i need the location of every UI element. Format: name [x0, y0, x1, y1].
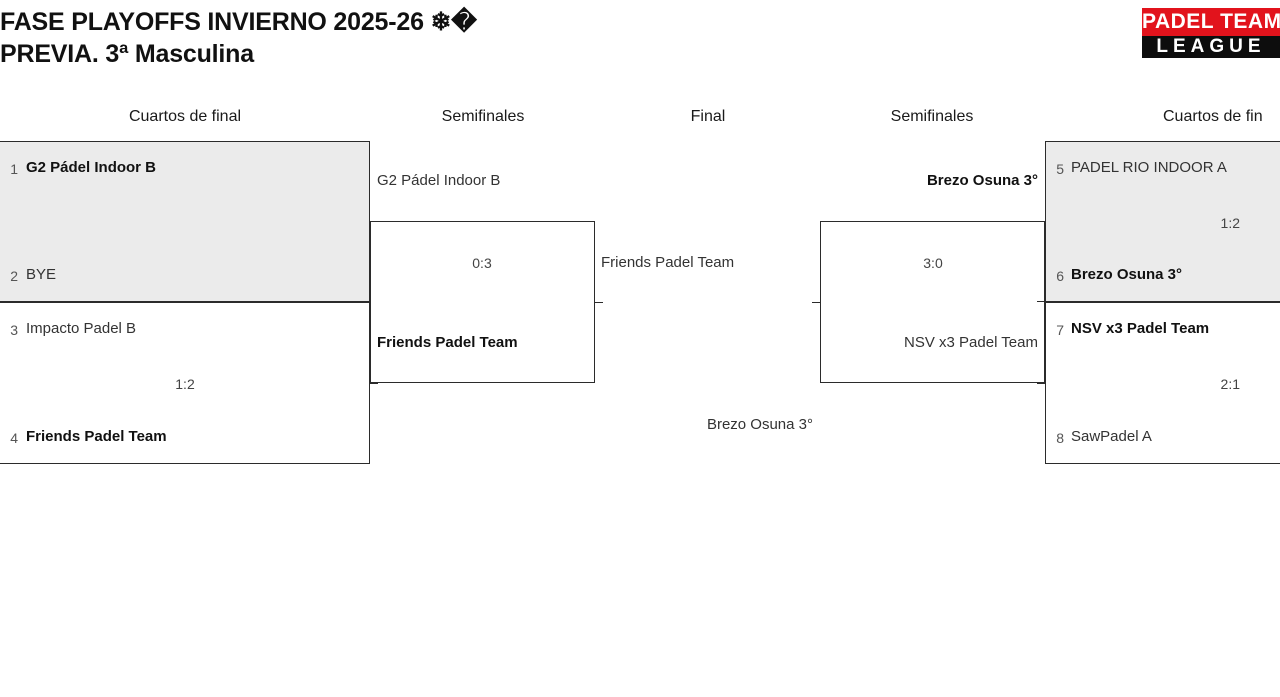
match-semifinal-right[interactable]	[820, 221, 1045, 383]
qf3-team-top[interactable]: PADEL RIO INDOOR A	[1071, 159, 1227, 176]
final-team-top[interactable]: Friends Padel Team	[601, 254, 735, 271]
round-header-right-semis: Semifinales	[890, 108, 974, 125]
qf4-team-bottom[interactable]: SawPadel A	[1071, 428, 1152, 445]
qf1-seed-top: 1	[10, 161, 18, 177]
qf2-score: 1:2	[175, 376, 195, 392]
qf1-team-bottom[interactable]: BYE	[26, 266, 57, 283]
connector-qf3-to-sf-right	[1037, 221, 1045, 222]
qf2-team-bottom[interactable]: Friends Padel Team	[26, 428, 167, 445]
qf3-seed-top: 5	[1056, 161, 1064, 177]
qf3-score: 1:2	[1220, 215, 1240, 231]
match-qf4[interactable]	[1045, 302, 1280, 464]
round-header-left-semis: Semifinales	[441, 108, 525, 125]
connector-qf4-to-sf-right	[1037, 383, 1045, 384]
qf2-seed-top: 3	[10, 322, 18, 338]
connector-qf2-to-sf-left	[370, 383, 378, 384]
logo-league-text: LEAGUE	[1142, 36, 1280, 58]
qf4-team-top[interactable]: NSV x3 Padel Team	[1071, 320, 1210, 337]
match-semifinal-left[interactable]	[370, 221, 595, 383]
qf3-team-bottom[interactable]: Brezo Osuna 3°	[1071, 266, 1183, 283]
logo-padel-team-text: PADEL TEAM	[1142, 8, 1280, 36]
semifinal-right-score: 3:0	[923, 255, 943, 271]
semifinal-left-team-bottom[interactable]: Friends Padel Team	[377, 334, 518, 351]
qf2-team-top[interactable]: Impacto Padel B	[26, 320, 137, 337]
semifinal-right-team-top[interactable]: Brezo Osuna 3°	[926, 172, 1038, 189]
padel-team-league-logo: PADEL TEAM LEAGUE	[1142, 8, 1280, 58]
qf3-seed-bottom: 6	[1056, 268, 1064, 284]
round-header-left-quarters: Cuartos de final	[128, 108, 242, 125]
final-team-bottom[interactable]: Brezo Osuna 3°	[706, 416, 813, 433]
connector-qf-right-mid	[1037, 301, 1045, 302]
qf1-seed-bottom: 2	[10, 268, 18, 284]
round-header-right-quarters: Cuartos de fin	[1163, 108, 1263, 125]
qf4-seed-top: 7	[1056, 322, 1064, 338]
connector-sf-left-to-final	[595, 302, 603, 303]
semifinal-right-team-bottom[interactable]: NSV x3 Padel Team	[904, 334, 1038, 351]
qf4-seed-bottom: 8	[1056, 430, 1064, 446]
match-qf1[interactable]	[0, 141, 370, 302]
round-header-final: Final	[690, 108, 726, 125]
match-qf2[interactable]	[0, 302, 370, 464]
match-qf3[interactable]	[1045, 141, 1280, 302]
qf1-team-top[interactable]: G2 Pádel Indoor B	[26, 159, 157, 176]
qf4-score: 2:1	[1220, 376, 1240, 392]
connector-final-to-sf-right	[812, 302, 820, 303]
page-title: FASE PLAYOFFS INVIERNO 2025-26 ❄� PREVIA…	[0, 8, 477, 68]
semifinal-left-team-top[interactable]: G2 Pádel Indoor B	[377, 172, 501, 189]
semifinal-left-score: 0:3	[472, 255, 492, 271]
qf2-seed-bottom: 4	[10, 430, 18, 446]
